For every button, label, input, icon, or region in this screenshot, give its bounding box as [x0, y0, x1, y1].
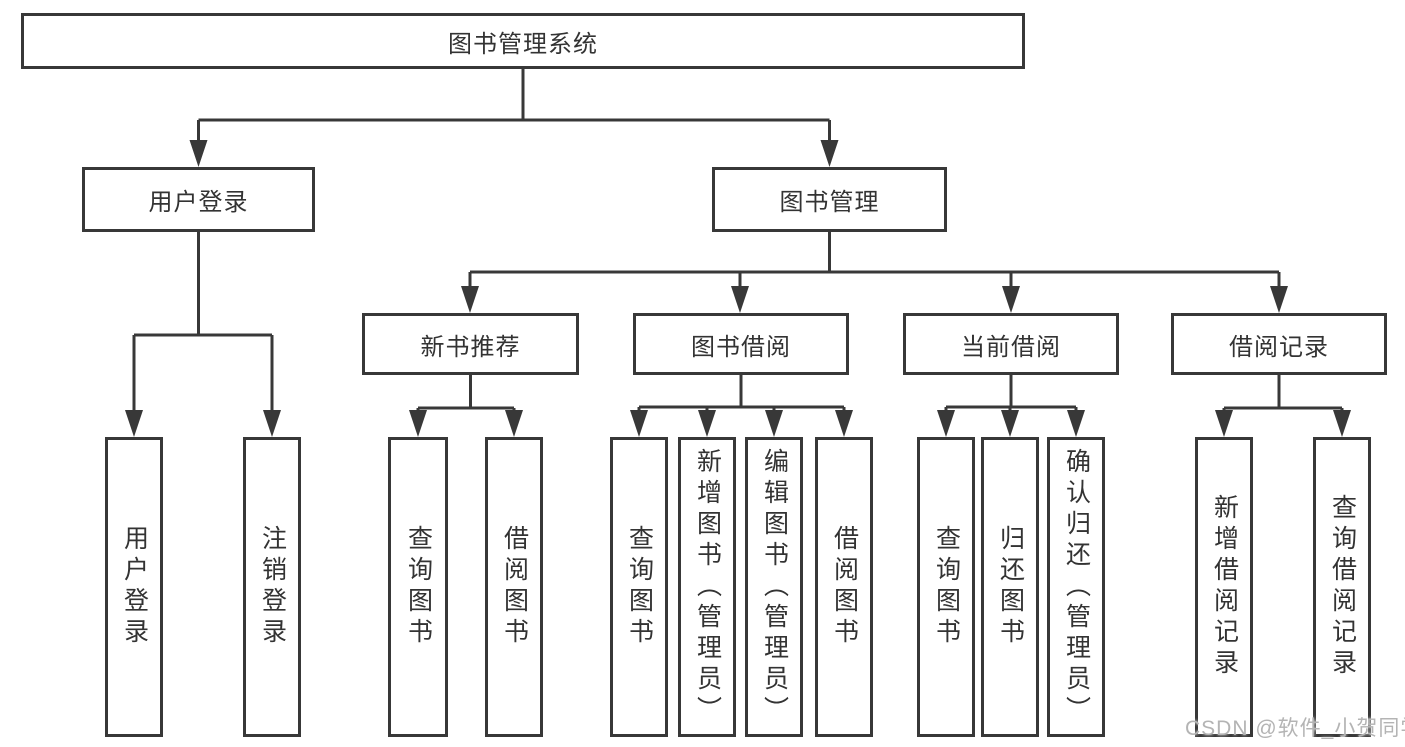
leaf-label: 借阅图书 — [830, 525, 859, 649]
leaf-borrow-books-recommend: 借阅图书 — [485, 437, 543, 737]
leaf-label: 编辑图书（管理员） — [760, 447, 789, 727]
leaf-label: 查询图书 — [625, 525, 654, 649]
leaf-label: 查询图书 — [404, 525, 433, 649]
node-library-management-system: 图书管理系统 — [21, 13, 1025, 69]
node-user-login-branch: 用户登录 — [82, 167, 315, 232]
arrowheads — [125, 140, 1351, 437]
leaf-add-borrow-record: 新增借阅记录 — [1195, 437, 1253, 737]
node-label: 图书借阅 — [691, 333, 791, 361]
node-label: 图书管理系统 — [448, 30, 598, 58]
leaf-label: 确认归还（管理员） — [1062, 447, 1091, 727]
leaf-query-books-borrowing: 查询图书 — [610, 437, 668, 737]
leaf-confirm-return-admin: 确认归还（管理员） — [1047, 437, 1105, 737]
leaf-label: 归还图书 — [996, 525, 1025, 649]
leaf-edit-books-admin: 编辑图书（管理员） — [745, 437, 803, 737]
node-label: 新书推荐 — [420, 333, 521, 361]
leaf-query-books-recommend: 查询图书 — [388, 437, 448, 737]
leaf-query-borrow-record: 查询借阅记录 — [1313, 437, 1371, 737]
node-new-book-recommend: 新书推荐 — [362, 313, 579, 375]
node-book-management-branch: 图书管理 — [712, 167, 947, 232]
leaf-user-login: 用户登录 — [105, 437, 163, 737]
node-label: 当前借阅 — [961, 333, 1061, 361]
node-borrow-records: 借阅记录 — [1171, 313, 1387, 375]
csdn-watermark: CSDN @软件_小贺同学 — [1185, 717, 1405, 740]
leaf-logout: 注销登录 — [243, 437, 301, 737]
leaf-add-books-admin: 新增图书（管理员） — [678, 437, 736, 737]
leaf-return-books: 归还图书 — [981, 437, 1039, 737]
leaf-label: 借阅图书 — [500, 525, 529, 649]
leaf-borrow-books: 借阅图书 — [815, 437, 873, 737]
leaf-label: 查询图书 — [932, 525, 961, 649]
node-book-borrowing: 图书借阅 — [633, 313, 849, 375]
leaf-label: 新增借阅记录 — [1210, 494, 1239, 680]
leaf-label: 新增图书（管理员） — [693, 447, 722, 727]
node-label: 用户登录 — [148, 189, 249, 216]
node-label: 图书管理 — [779, 189, 880, 216]
node-current-borrowing: 当前借阅 — [903, 313, 1119, 375]
node-label: 借阅记录 — [1229, 333, 1329, 361]
leaf-label: 查询借阅记录 — [1328, 494, 1357, 680]
leaf-label: 用户登录 — [120, 525, 149, 649]
leaf-label: 注销登录 — [258, 525, 287, 649]
leaf-query-books-current: 查询图书 — [917, 437, 975, 737]
